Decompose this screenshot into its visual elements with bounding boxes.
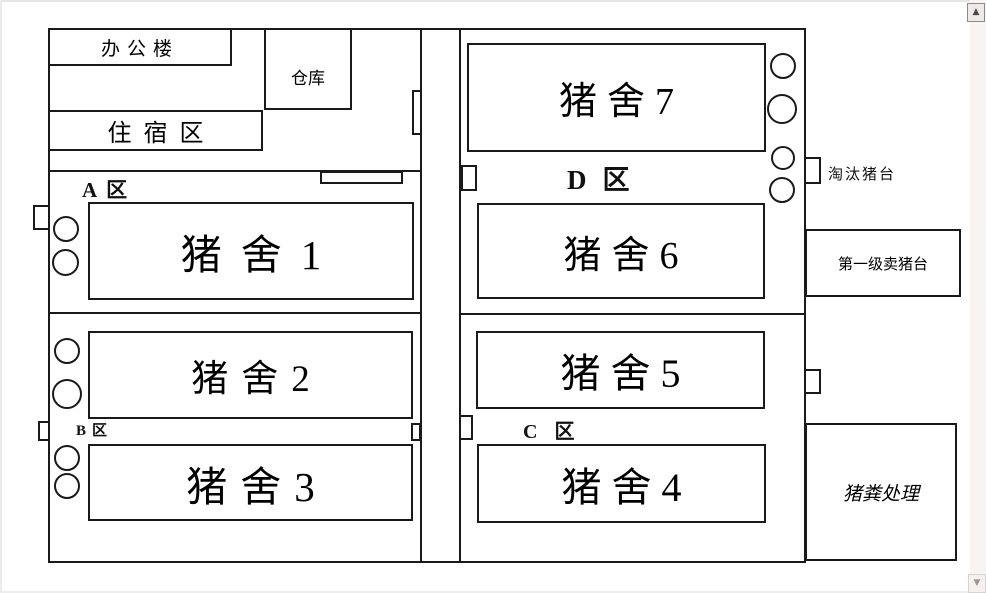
pig-house-7: 猪舍7 [467,43,766,152]
silo-house7-d [769,177,795,203]
cull-platform-label: 淘汰猪台 [828,167,897,183]
gate-zone-d [461,165,477,191]
silo-house1-a [53,216,79,242]
office-building-label: 办公楼 [100,38,179,60]
site-top-wall [48,28,806,30]
cull-platform-gate [804,157,821,184]
pig-house-5: 猪舍5 [476,331,765,409]
gate-right-zone-c [804,369,821,394]
pig-house-4-label: 猪舍4 [561,464,692,510]
zone-b-label: B区 [76,423,114,439]
right-compound-divider [459,313,806,315]
silo-house7-a [770,53,796,79]
scroll-up-icon: ▲ [972,7,980,17]
pig-house-6: 猪舍6 [477,203,765,299]
left-compound-divider-upper [48,170,422,172]
silo-house7-b [767,94,797,124]
gate-left-zone-a [33,205,50,230]
silo-house3-b [54,473,80,499]
zone-d-label: D区 [567,165,646,195]
gate-bar-below-divider [320,171,403,184]
warehouse-label: 仓库 [291,68,325,88]
page-edge-left [0,0,2,593]
pig-house-5-label: 猪舍5 [560,351,691,396]
pig-house-3: 猪舍3 [88,444,413,521]
first-level-selling-platform-label: 第一级卖猪台 [837,256,928,273]
warehouse-building: 仓库 [264,28,352,110]
pig-house-2-label: 猪舍2 [191,359,323,400]
first-level-selling-platform: 第一级卖猪台 [805,229,961,297]
left-compound-left-wall [48,28,50,563]
gate-inner-right-upper [412,90,422,135]
left-compound-divider-lower [48,312,422,314]
scroll-up-button[interactable]: ▲ [967,3,985,22]
gate-left-zone-b [38,421,50,441]
silo-house1-b [52,249,79,276]
dormitory-building: 住宿区 [48,110,263,151]
silo-house2-b [52,379,82,409]
zone-a-label: A区 [82,178,137,202]
vertical-scrollbar-track[interactable] [970,0,986,593]
dormitory-label: 住宿区 [107,121,216,147]
manure-processing-area: 猪粪处理 [805,423,957,561]
silo-house2-a [54,338,80,364]
pig-house-1: 猪舍1 [88,202,414,300]
scroll-down-icon: ▼ [973,578,981,588]
pig-house-4: 猪舍4 [477,444,766,523]
pig-house-1-label: 猪舍1 [180,232,341,278]
page-edge-top [0,0,986,2]
pig-house-3-label: 猪舍3 [186,463,328,510]
gate-zone-c [459,415,473,440]
left-compound-right-wall [420,28,422,563]
zone-c-label: C区 [523,421,592,443]
pig-house-7-label: 猪舍7 [558,81,684,123]
manure-processing-label: 猪粪处理 [842,483,919,505]
pig-house-2: 猪舍2 [88,331,413,419]
gate-right-zone-b [411,423,421,441]
silo-house3-a [54,445,80,471]
office-building: 办公楼 [48,28,232,66]
scroll-down-button[interactable]: ▼ [968,574,986,593]
right-compound-left-wall [459,28,461,563]
pig-house-6-label: 猪舍6 [563,234,689,277]
site-bottom-wall [48,561,806,563]
page-edge-bottom [0,591,970,593]
silo-house7-c [771,146,795,170]
